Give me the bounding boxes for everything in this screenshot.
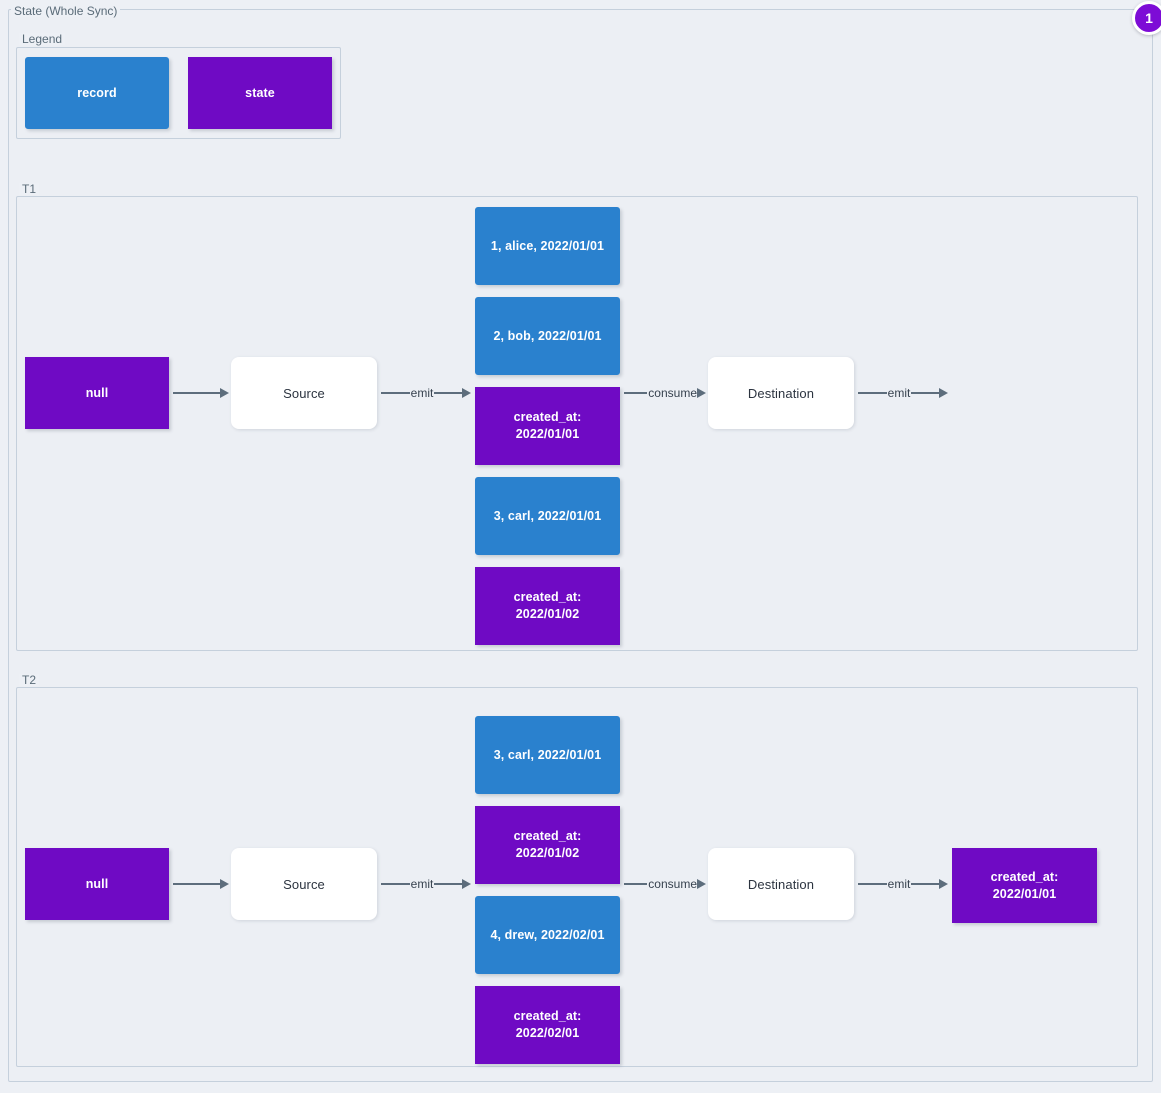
t1-edge-source-emit: emit [381, 385, 472, 401]
t2-edge-label-dest-emit: emit [887, 877, 911, 891]
t1-null-state-node[interactable]: null [25, 357, 169, 429]
t1-state-node-1[interactable]: created_at: 2022/01/01 [475, 387, 620, 465]
edge-line [173, 883, 221, 885]
t1-edge-null-to-source [173, 385, 229, 401]
t1-destination-node[interactable]: Destination [708, 357, 854, 429]
arrow-head-icon [220, 388, 229, 398]
arrow-head-icon [462, 879, 472, 889]
edge-line [624, 392, 648, 394]
t2-destination-node[interactable]: Destination [708, 848, 854, 920]
page-title: State (Whole Sync) [11, 5, 121, 17]
t1-source-node[interactable]: Source [231, 357, 377, 429]
edge-line [381, 883, 410, 885]
arrow-head-icon [220, 879, 229, 889]
t2-record-node-1[interactable]: 3, carl, 2022/01/01 [475, 716, 620, 794]
t1-edge-label-dest-emit: emit [887, 386, 911, 400]
legend-swatch-state: state [188, 57, 332, 129]
t2-state-node-2[interactable]: created_at: 2022/02/01 [475, 986, 620, 1064]
edge-line [173, 392, 221, 394]
arrow-head-icon [697, 879, 706, 889]
t2-source-node[interactable]: Source [231, 848, 377, 920]
t1-record-node-1[interactable]: 1, alice, 2022/01/01 [475, 207, 620, 285]
t2-edge-dest-emit: emit [858, 876, 949, 892]
t1-edge-dest-emit: emit [858, 385, 949, 401]
edge-line [624, 883, 648, 885]
t2-output-state-node[interactable]: created_at: 2022/01/01 [952, 848, 1097, 923]
t1-edge-consume: consume [624, 385, 706, 401]
legend-title: Legend [19, 33, 66, 45]
t1-edge-label-source-emit: emit [410, 386, 434, 400]
t1-record-node-2[interactable]: 2, bob, 2022/01/01 [475, 297, 620, 375]
edge-line [434, 392, 464, 394]
edge-line [381, 392, 410, 394]
edge-line [858, 392, 887, 394]
t1-group-label: T1 [19, 183, 40, 195]
arrow-head-icon [462, 388, 472, 398]
arrow-head-icon [939, 388, 949, 398]
edge-line [858, 883, 887, 885]
t2-edge-source-emit: emit [381, 876, 472, 892]
edge-line [434, 883, 464, 885]
t2-null-state-node[interactable]: null [25, 848, 169, 920]
arrow-head-icon [697, 388, 706, 398]
t2-edge-consume: consume [624, 876, 706, 892]
t2-edge-label-source-emit: emit [410, 877, 434, 891]
t2-edge-null-to-source [173, 876, 229, 892]
t1-edge-label-consume: consume [648, 386, 697, 400]
t2-group-label: T2 [19, 674, 40, 686]
t2-edge-label-consume: consume [648, 877, 697, 891]
edge-line [911, 392, 941, 394]
t2-state-node-1[interactable]: created_at: 2022/01/02 [475, 806, 620, 884]
arrow-head-icon [939, 879, 949, 889]
edge-line [911, 883, 941, 885]
legend-swatch-record: record [25, 57, 169, 129]
t1-state-node-2[interactable]: created_at: 2022/01/02 [475, 567, 620, 645]
t1-record-node-3[interactable]: 3, carl, 2022/01/01 [475, 477, 620, 555]
step-badge[interactable]: 1 [1132, 1, 1161, 35]
t2-record-node-2[interactable]: 4, drew, 2022/02/01 [475, 896, 620, 974]
